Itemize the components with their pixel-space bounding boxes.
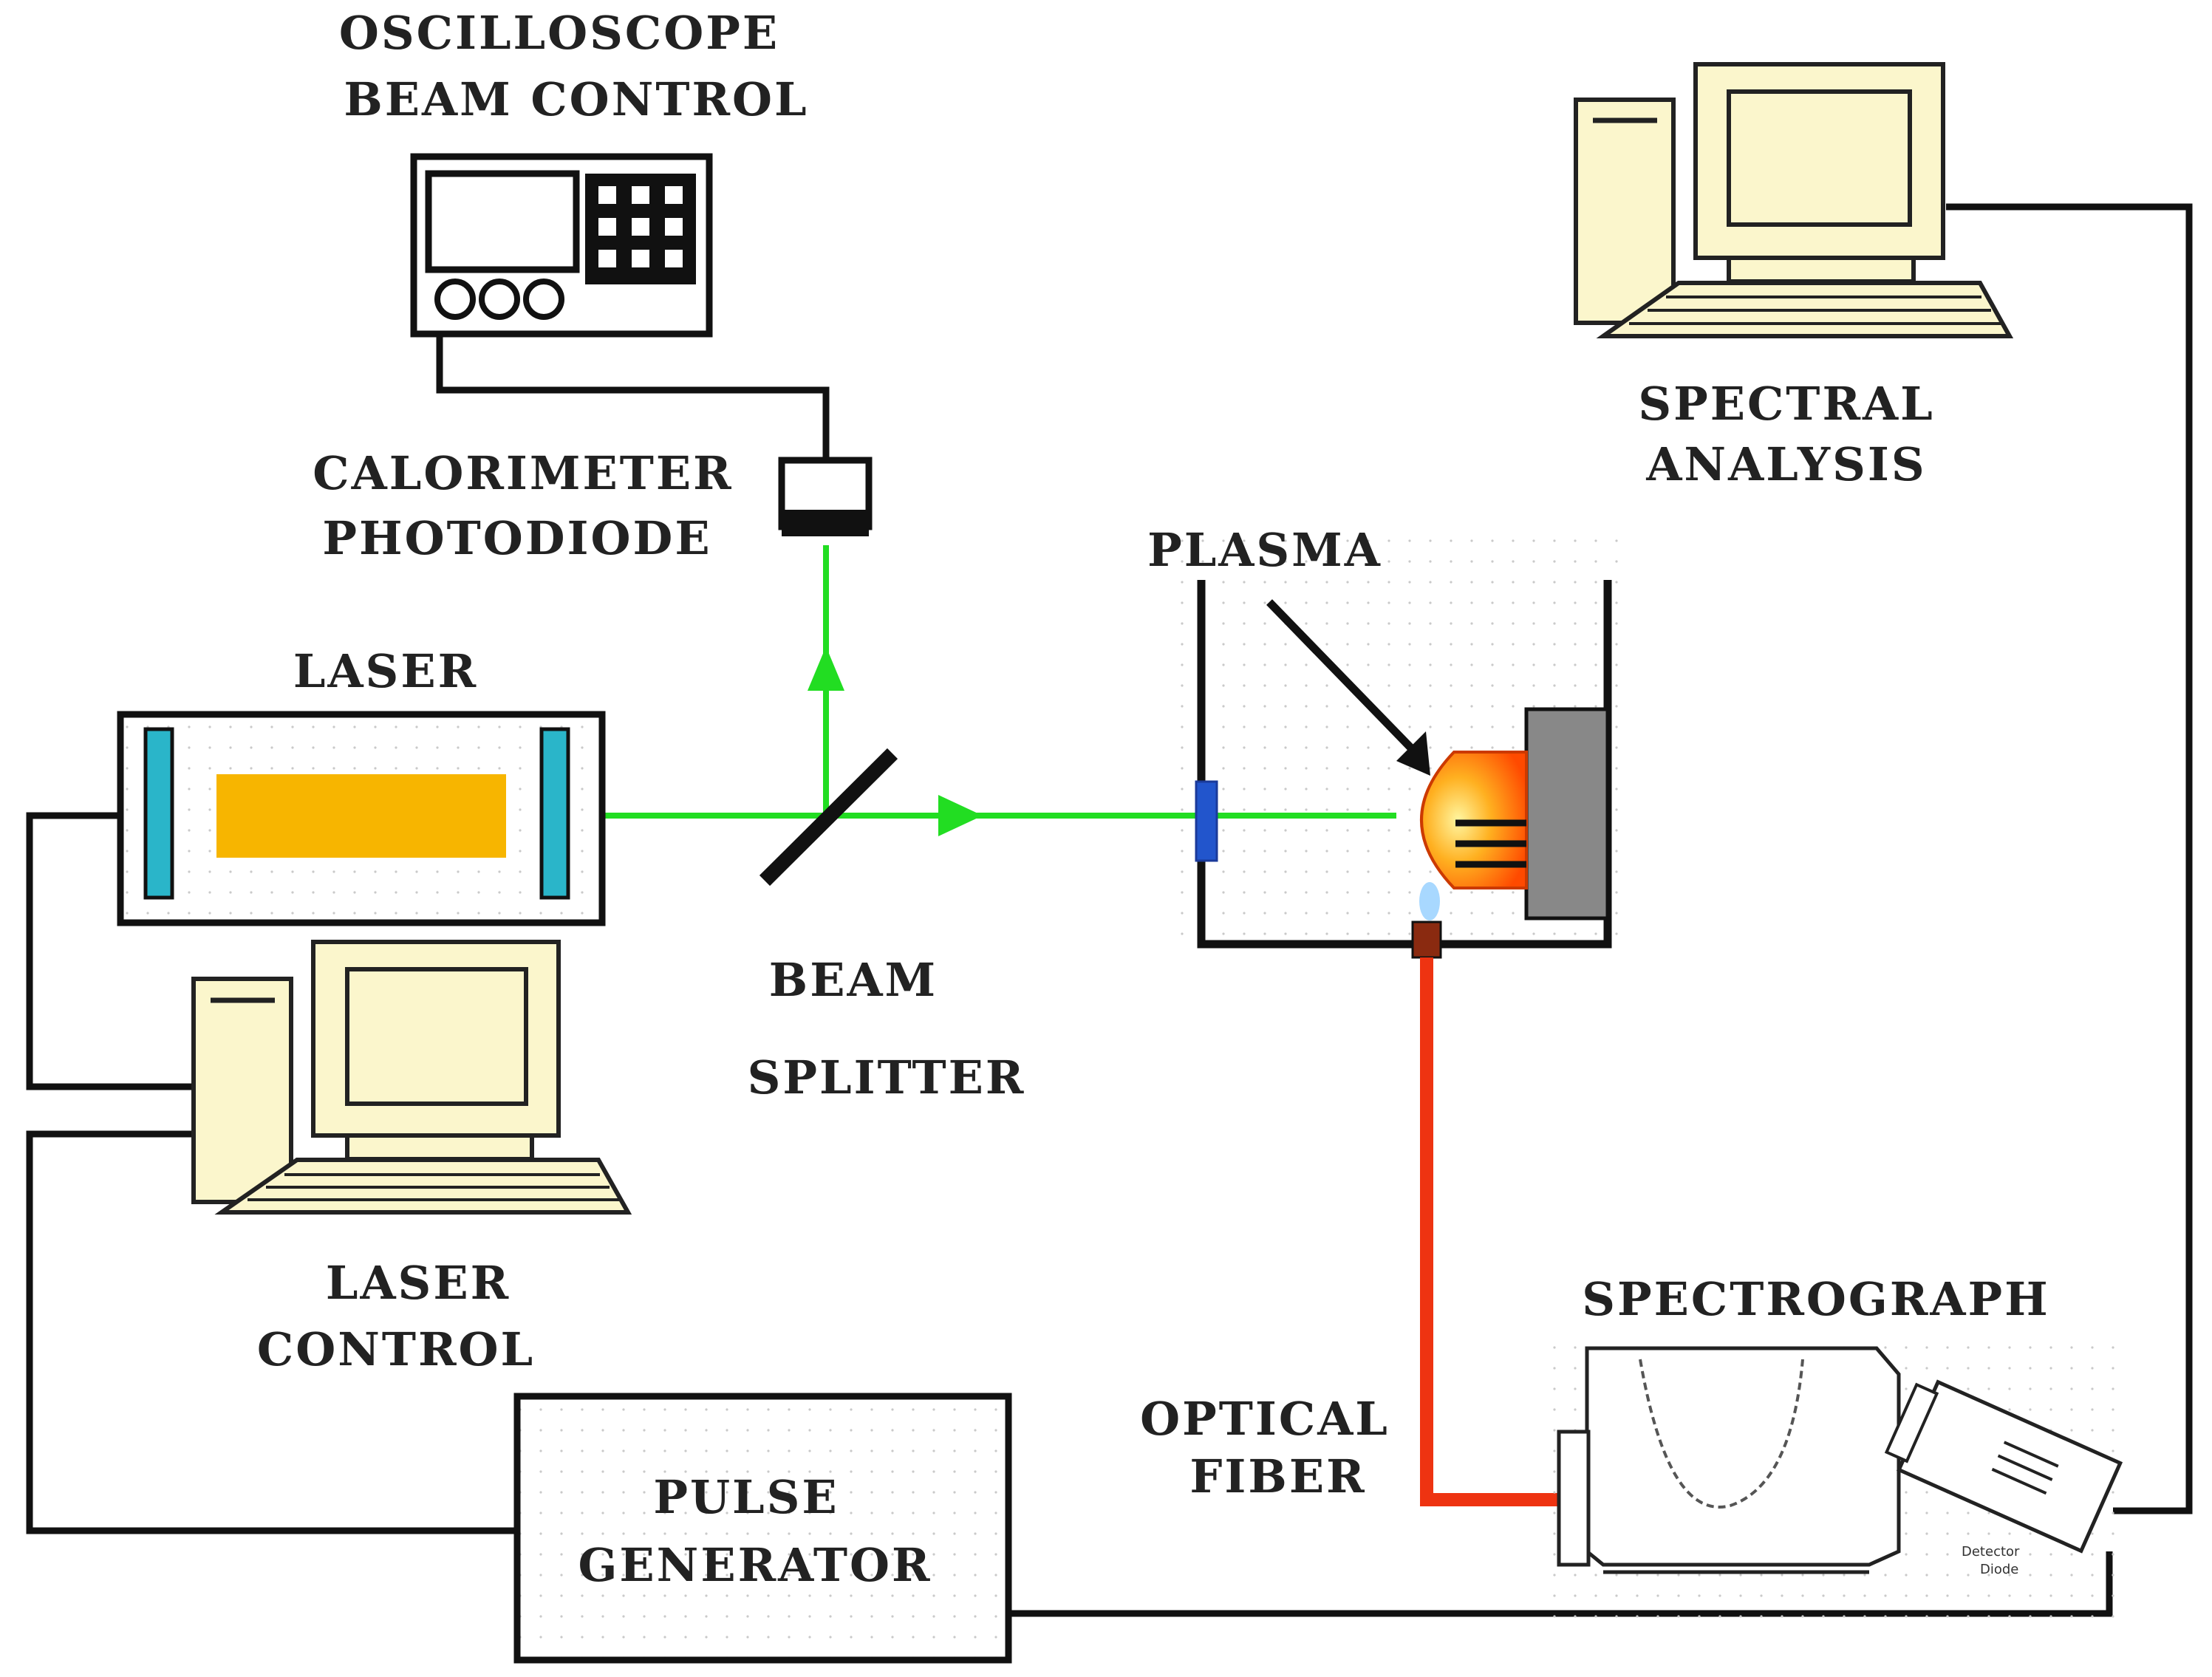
pulse-generator-box bbox=[513, 1393, 1012, 1664]
optical-fiber: OPTICAL FIBER bbox=[1140, 957, 1557, 1506]
beam-splitter-mirror bbox=[759, 748, 898, 887]
wire-control-pulse-generator bbox=[26, 1130, 517, 1534]
laser-control-keyboard-keys bbox=[248, 1173, 619, 1201]
beam-splitter: BEAM SPLITTER bbox=[748, 748, 1026, 1104]
analysis-keyboard-keys bbox=[1629, 296, 2001, 325]
plasma-label: PLASMA bbox=[1147, 523, 1382, 577]
oscilloscope-screen bbox=[425, 170, 580, 273]
spectrograph-grating-curve bbox=[1639, 1359, 1804, 1509]
spectrograph-input-port bbox=[1557, 1430, 1591, 1567]
target-stripes bbox=[1455, 819, 1526, 868]
laser-control-computer: LASER CONTROL bbox=[191, 940, 632, 1376]
detector-small-label-line1: Detector bbox=[1962, 1544, 2020, 1560]
plasma-chamber: PLASMA bbox=[1147, 523, 1625, 959]
detector-collar bbox=[1884, 1382, 1939, 1463]
laser-mirror-left bbox=[143, 727, 174, 900]
analysis-monitor-stand bbox=[1727, 256, 1916, 284]
oscilloscope-label-line1: OSCILLOSCOPE bbox=[339, 6, 779, 60]
calorimeter-label-line2: PHOTODIODE bbox=[322, 511, 711, 565]
laser-control-label-line2: CONTROL bbox=[257, 1322, 535, 1376]
chamber-window bbox=[1195, 780, 1218, 862]
optical-fiber-line bbox=[1420, 957, 1557, 1506]
laser: LASER bbox=[117, 644, 606, 926]
laser-control-monitor-stand bbox=[345, 1133, 534, 1161]
photodiode-base bbox=[782, 510, 869, 536]
detector-line-3 bbox=[1991, 1467, 2047, 1495]
spectrograph-detector bbox=[1884, 1379, 2123, 1554]
detector-small-label-line2: Diode bbox=[1980, 1562, 2018, 1577]
laser-control-tower bbox=[191, 977, 293, 1204]
spectral-analysis-label-line2: ANALYSIS bbox=[1645, 437, 1926, 491]
laser-mirror-right bbox=[539, 727, 570, 900]
wire-computer-spectrograph bbox=[1946, 203, 2193, 1514]
optical-fiber-label-line1: OPTICAL bbox=[1140, 1392, 1390, 1446]
oscilloscope-label-line2: BEAM CONTROL bbox=[344, 72, 808, 126]
calorimeter-photodiode: CALORIMETER PHOTODIODE bbox=[313, 446, 873, 565]
detector-line-1 bbox=[2003, 1441, 2059, 1468]
beam-splitter-label-line1: BEAM bbox=[769, 953, 938, 1007]
optical-fiber-label-line2: FIBER bbox=[1189, 1449, 1366, 1503]
laser-control-screen bbox=[345, 967, 528, 1106]
laser-label: LASER bbox=[293, 644, 478, 698]
spectrograph: SPECTROGRAPH Detector Diode bbox=[1552, 1272, 2124, 1633]
laser-rod bbox=[216, 774, 506, 858]
pulse-generator: PULSE GENERATOR bbox=[513, 1393, 1012, 1664]
analysis-screen bbox=[1727, 89, 1912, 227]
target-holder bbox=[1524, 707, 1610, 921]
pulse-generator-label-line1: PULSE bbox=[653, 1470, 839, 1524]
wire-oscilloscope-calorimeter bbox=[436, 318, 830, 467]
pulse-generator-label-line2: GENERATOR bbox=[578, 1538, 932, 1592]
plasma-pointer-arrowhead bbox=[1396, 731, 1430, 776]
calorimeter-label-line1: CALORIMETER bbox=[313, 446, 733, 500]
spectral-analysis-label-line1: SPECTRAL bbox=[1638, 377, 1934, 431]
spectral-analysis-computer: SPECTRAL ANALYSIS bbox=[1574, 62, 2014, 491]
analysis-tower bbox=[1574, 98, 1676, 325]
oscilloscope: OSCILLOSCOPE BEAM CONTROL bbox=[339, 6, 808, 338]
laser-control-label-line1: LASER bbox=[326, 1256, 511, 1310]
beam-arrow-right bbox=[938, 795, 983, 836]
detector-line-2 bbox=[1997, 1454, 2053, 1481]
beam-splitter-label-line2: SPLITTER bbox=[748, 1051, 1026, 1104]
spectrograph-label: SPECTROGRAPH bbox=[1582, 1272, 2049, 1326]
plasma-glow bbox=[1419, 882, 1440, 921]
plasma-pointer-arrow bbox=[1266, 599, 1423, 760]
beam-arrow-up bbox=[808, 646, 844, 691]
fiber-connector bbox=[1411, 921, 1442, 959]
oscilloscope-knobs bbox=[434, 279, 564, 320]
spectrograph-body bbox=[1585, 1346, 1901, 1567]
oscilloscope-keys bbox=[598, 186, 683, 267]
wire-laser-control bbox=[26, 812, 194, 1090]
